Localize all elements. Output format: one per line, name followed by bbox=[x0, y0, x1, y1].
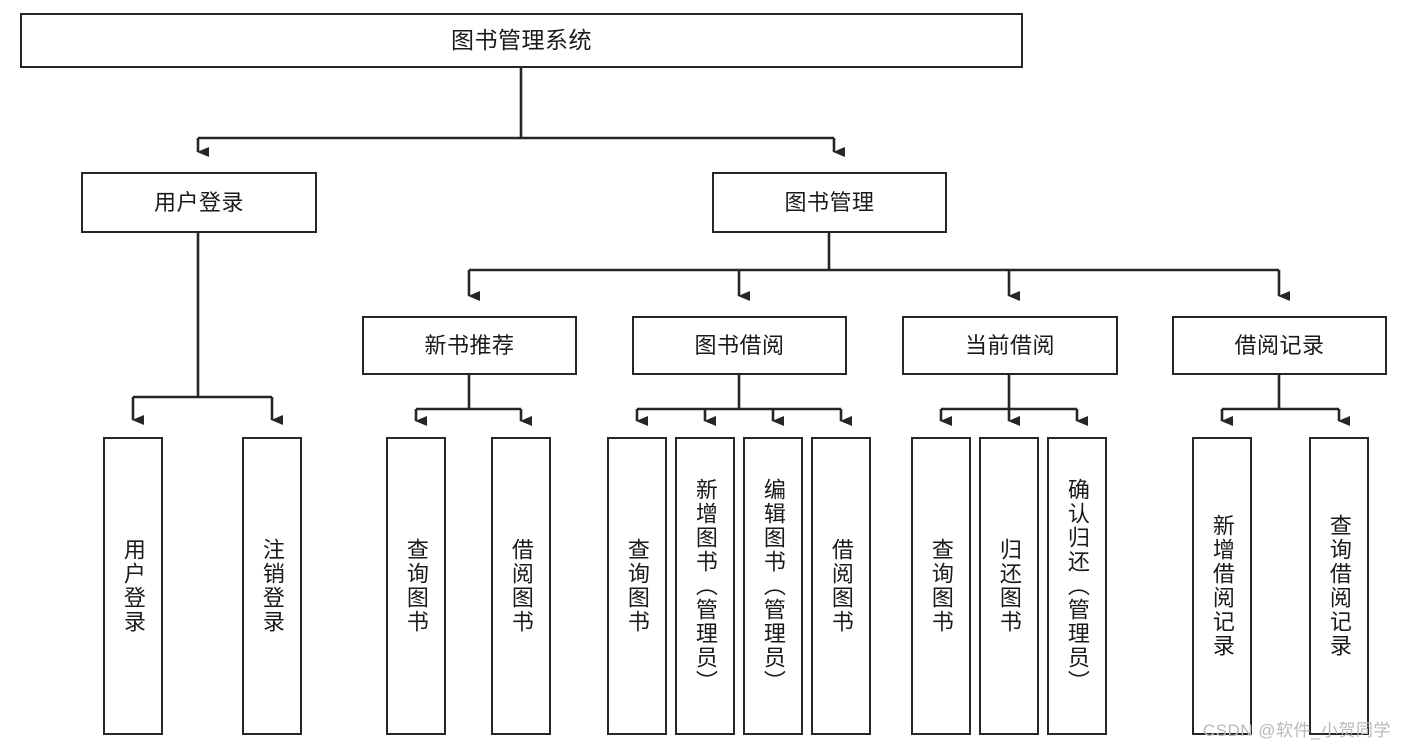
node-new-book-recommend[interactable]: 新书推荐 bbox=[362, 316, 577, 375]
node-label: 注销登录 bbox=[259, 538, 285, 634]
leaf-add-borrow-record[interactable]: 新增借阅记录 bbox=[1192, 437, 1252, 735]
node-root-system[interactable]: 图书管理系统 bbox=[20, 13, 1023, 68]
leaf-return-book[interactable]: 归还图书 bbox=[979, 437, 1039, 735]
node-label: 图书管理系统 bbox=[451, 27, 592, 54]
leaf-add-book-admin[interactable]: 新增图书（管理员） bbox=[675, 437, 735, 735]
leaf-edit-book-admin[interactable]: 编辑图书（管理员） bbox=[743, 437, 803, 735]
leaf-query-book-current[interactable]: 查询图书 bbox=[911, 437, 971, 735]
node-label: 当前借阅 bbox=[964, 332, 1055, 358]
node-book-management[interactable]: 图书管理 bbox=[712, 172, 947, 233]
leaf-borrow-book-newbook[interactable]: 借阅图书 bbox=[491, 437, 551, 735]
node-label: 借阅记录 bbox=[1234, 332, 1325, 358]
leaf-query-book-newbook[interactable]: 查询图书 bbox=[386, 437, 446, 735]
node-label: 查询图书 bbox=[928, 538, 954, 634]
node-label: 用户登录 bbox=[120, 538, 146, 634]
node-label: 图书管理 bbox=[784, 189, 875, 215]
node-label: 借阅图书 bbox=[508, 538, 534, 634]
node-label: 新书推荐 bbox=[424, 332, 515, 358]
node-current-borrow[interactable]: 当前借阅 bbox=[902, 316, 1118, 375]
node-label: 归还图书 bbox=[996, 538, 1022, 634]
node-label: 确认归还（管理员） bbox=[1064, 478, 1090, 694]
node-label: 借阅图书 bbox=[828, 538, 854, 634]
watermark-text: CSDN @软件_小贺同学 bbox=[1202, 721, 1391, 740]
node-borrow-record[interactable]: 借阅记录 bbox=[1172, 316, 1387, 375]
leaf-borrow-book[interactable]: 借阅图书 bbox=[811, 437, 871, 735]
node-label: 新增借阅记录 bbox=[1209, 514, 1235, 658]
leaf-query-book-borrow[interactable]: 查询图书 bbox=[607, 437, 667, 735]
node-label: 编辑图书（管理员） bbox=[760, 478, 786, 694]
leaf-query-borrow-record[interactable]: 查询借阅记录 bbox=[1309, 437, 1369, 735]
node-label: 用户登录 bbox=[153, 189, 244, 215]
leaf-user-login[interactable]: 用户登录 bbox=[103, 437, 163, 735]
node-label: 查询图书 bbox=[403, 538, 429, 634]
node-book-borrow[interactable]: 图书借阅 bbox=[632, 316, 847, 375]
node-label: 新增图书（管理员） bbox=[692, 478, 718, 694]
node-label: 图书借阅 bbox=[694, 332, 785, 358]
node-label: 查询图书 bbox=[624, 538, 650, 634]
leaf-confirm-return-admin[interactable]: 确认归还（管理员） bbox=[1047, 437, 1107, 735]
node-user-login[interactable]: 用户登录 bbox=[81, 172, 317, 233]
leaf-logout[interactable]: 注销登录 bbox=[242, 437, 302, 735]
node-label: 查询借阅记录 bbox=[1326, 514, 1352, 658]
